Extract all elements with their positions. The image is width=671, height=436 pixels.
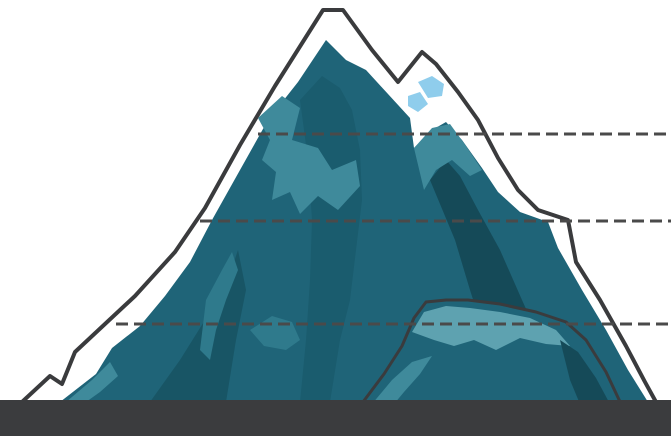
- ground: [0, 400, 671, 436]
